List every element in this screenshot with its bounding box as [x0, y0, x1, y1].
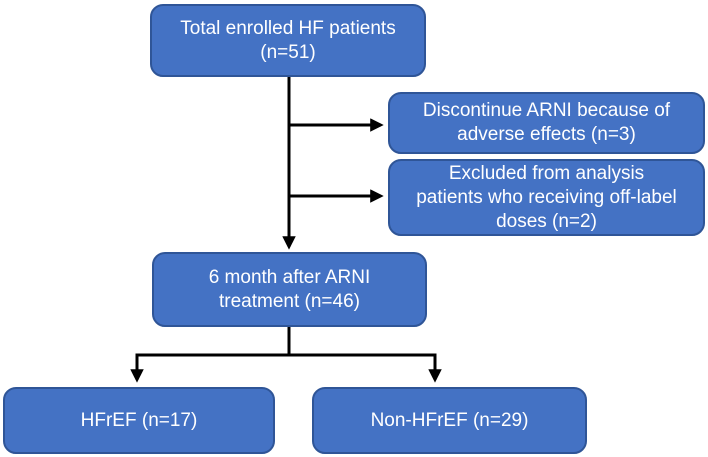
node-excluded-off-label: Excluded from analysis patients who rece… — [388, 159, 705, 236]
node-six-month-arni: 6 month after ARNI treatment (n=46) — [152, 252, 427, 327]
node-hfref-label: HFrEF (n=17) — [80, 409, 198, 431]
node-discontinue-arni: Discontinue ARNI because of adverse effe… — [388, 92, 705, 154]
node-non-hfref-label: Non-HFrEF (n=29) — [370, 409, 529, 431]
node-non-hfref: Non-HFrEF (n=29) — [312, 387, 587, 454]
node-total-enrolled-label: Total enrolled HF patients (n=51) — [180, 17, 396, 63]
node-total-enrolled: Total enrolled HF patients (n=51) — [150, 4, 426, 77]
node-discontinue-arni-label: Discontinue ARNI because of adverse effe… — [422, 100, 671, 145]
node-hfref: HFrEF (n=17) — [3, 387, 275, 454]
node-excluded-off-label-label: Excluded from analysis patients who rece… — [416, 162, 677, 232]
node-six-month-arni-label: 6 month after ARNI treatment (n=46) — [208, 266, 371, 312]
